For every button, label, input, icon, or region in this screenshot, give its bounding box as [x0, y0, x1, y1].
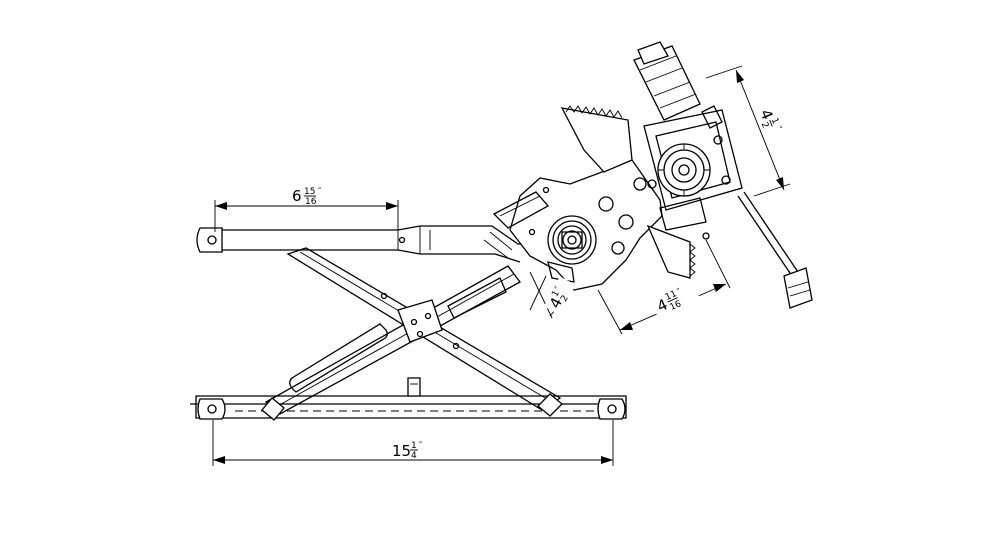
top-arm-rail — [196, 225, 548, 263]
motor-spread-unit: ″ — [676, 287, 684, 298]
dim-base-length: 15 1 4 ″ — [212, 420, 614, 466]
dim-motor-height: 4 1 2 ″ — [705, 65, 791, 197]
gear-offset-den: 2 — [559, 294, 571, 304]
base-whole: 15 — [392, 442, 411, 460]
motor-spread-den: 16 — [668, 299, 683, 313]
scissor-arms — [261, 247, 563, 421]
top-arm-den: 16 — [305, 197, 317, 207]
base-unit: ″ — [419, 441, 423, 451]
dim-gear-offset: 4 1 2 ″ — [529, 271, 576, 319]
spiral-spring — [547, 215, 597, 283]
dim-motor-spread: 4 11 16 ″ — [597, 239, 731, 335]
motor-assembly — [633, 41, 813, 309]
base-den: 4 — [411, 451, 417, 461]
top-arm-unit: ″ — [318, 187, 322, 197]
gear-offset-num: 1 — [550, 289, 562, 299]
motor-height-den: 2 — [759, 121, 770, 130]
gear-offset-unit: ″ — [554, 284, 565, 292]
motor-height-unit: ″ — [772, 125, 783, 132]
motor-spread-num: 11 — [664, 289, 679, 303]
motor-height-num: 1 — [769, 117, 780, 126]
dim-top-arm-length: 6 15 16 ″ — [214, 184, 399, 232]
base-rail — [190, 377, 627, 420]
top-arm-whole: 6 — [292, 187, 302, 205]
top-arm-num: 15 — [304, 187, 315, 197]
base-num: 1 — [411, 441, 417, 451]
